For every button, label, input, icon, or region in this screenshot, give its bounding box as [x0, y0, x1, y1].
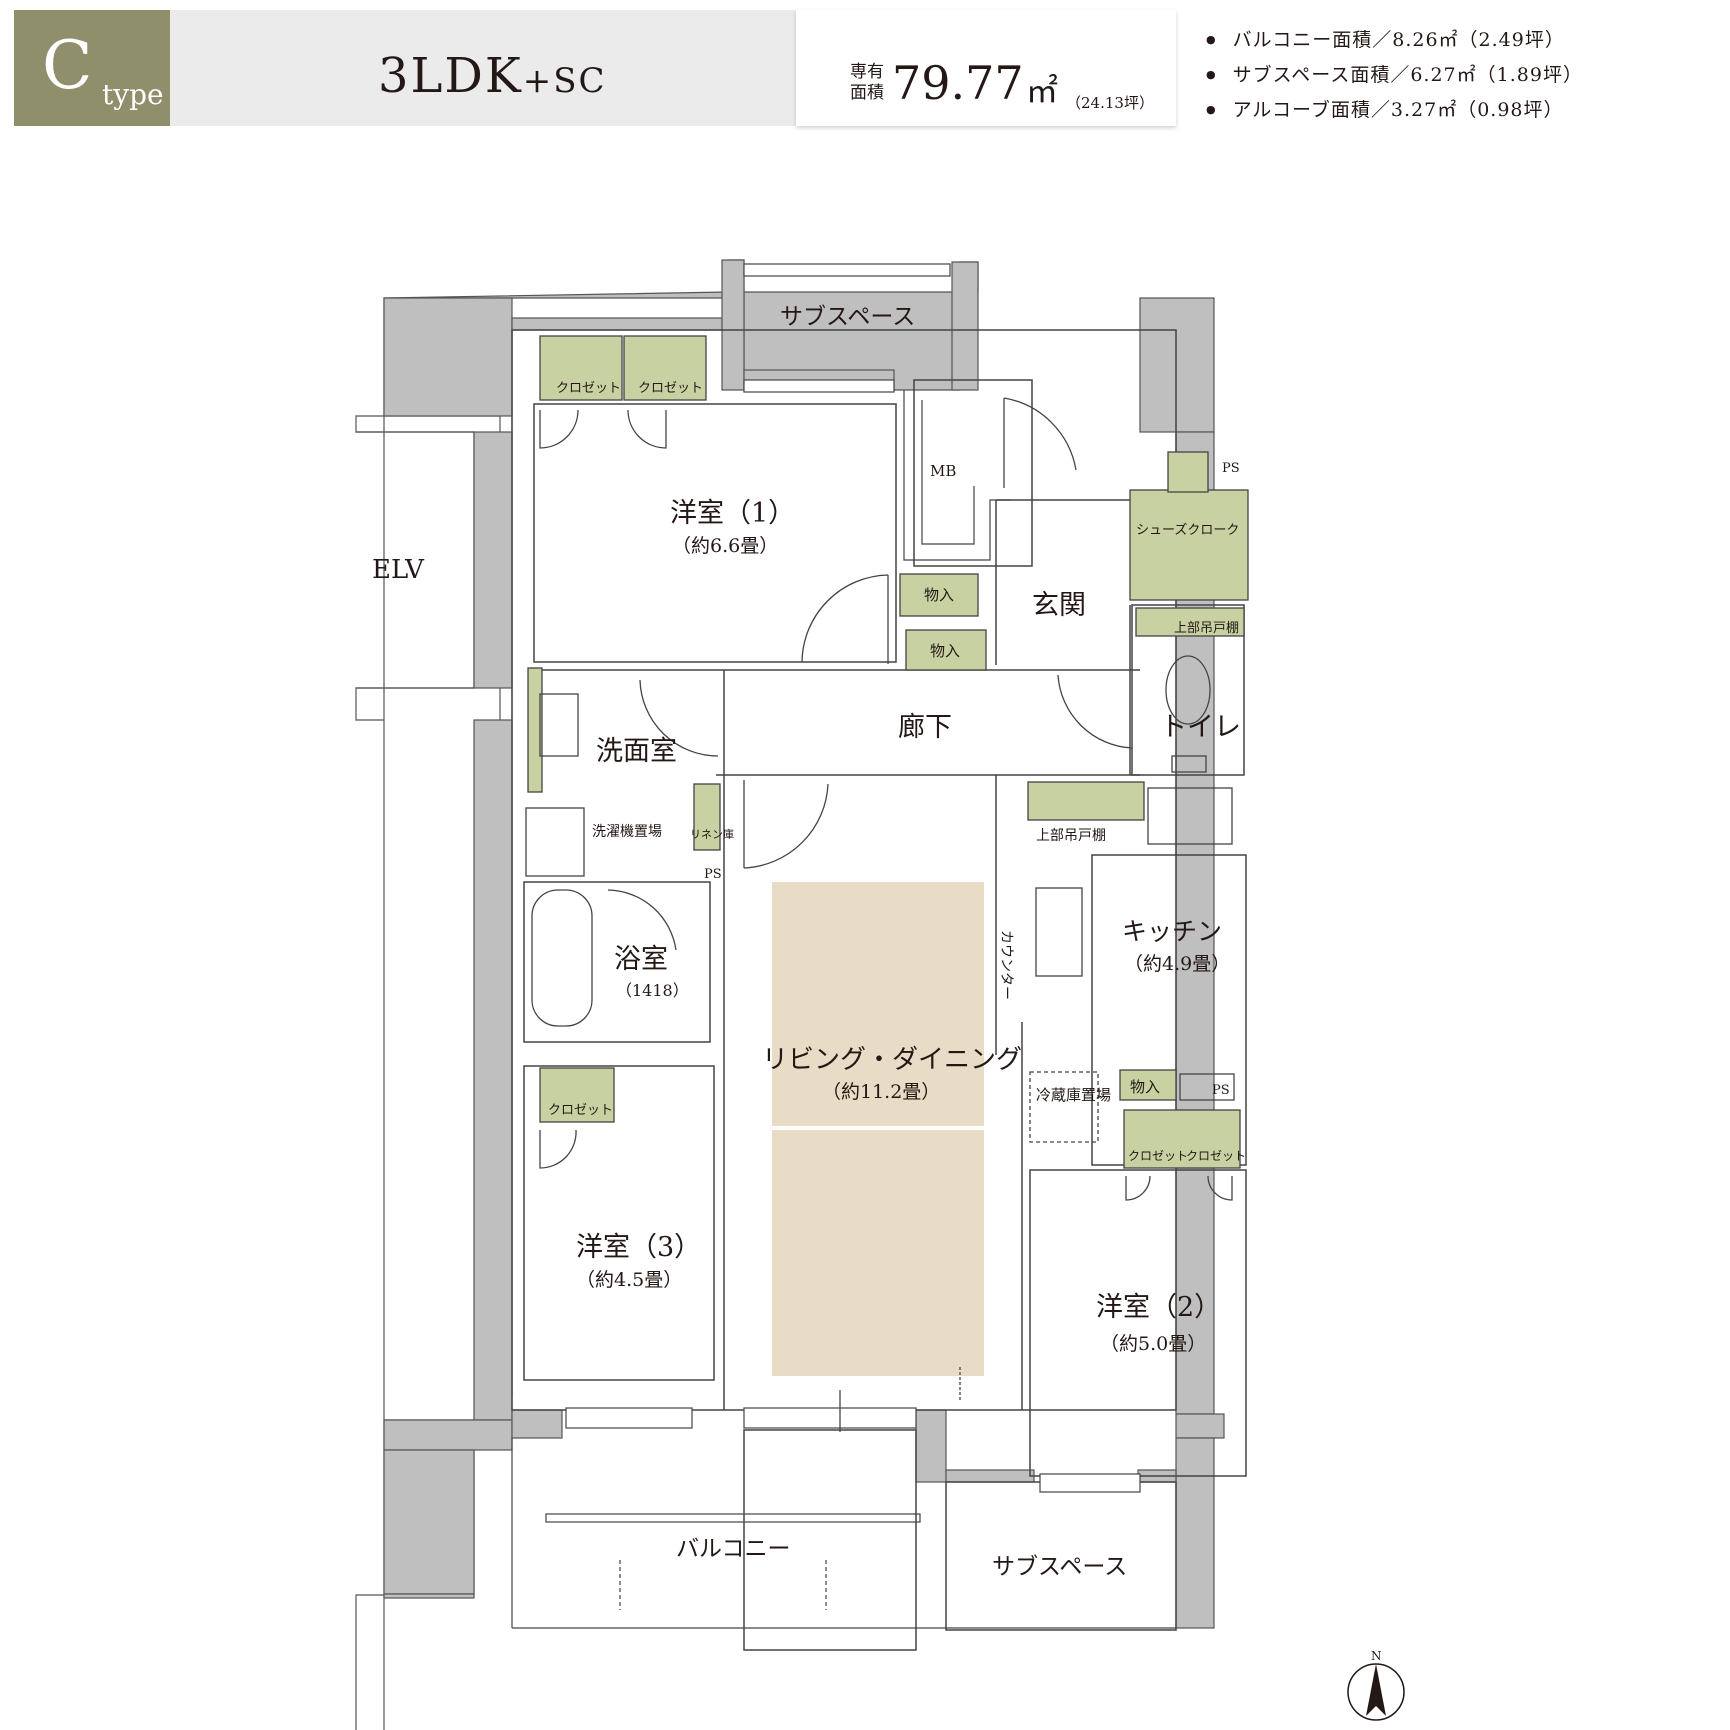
label-kitchen-size: （約4.9畳） — [1124, 953, 1230, 975]
storage-areas — [527, 335, 1249, 1169]
label-fridge: 冷蔵庫置場 — [1036, 1086, 1111, 1104]
label-storage-1: 物入 — [924, 586, 954, 604]
label-closet-2b: クロゼット — [1186, 1149, 1246, 1163]
label-upper-cabinet-2: 上部吊戸棚 — [1036, 828, 1106, 844]
doors — [539, 397, 1233, 1201]
label-living: リビング・ダイニング — [762, 1045, 1022, 1075]
elv-label: ELV — [372, 555, 425, 585]
label-storage-2: 物入 — [930, 642, 960, 660]
label-upper-cabinet-1: 上部吊戸棚 — [1174, 621, 1239, 636]
mb-shaft — [903, 390, 1010, 561]
label-washer: 洗濯機置場 — [592, 824, 662, 840]
label-room1-size: （約6.6畳） — [672, 535, 778, 557]
north-arrow: N — [1347, 1649, 1405, 1721]
label-counter: カウンター — [998, 930, 1014, 1000]
walls — [355, 259, 1225, 1730]
label-closet-2a: クロゼット — [1128, 1149, 1188, 1163]
label-bath: 浴室 — [614, 944, 668, 975]
label-closet-1b: クロゼット — [638, 381, 703, 396]
label-room3-size: （約4.5畳） — [576, 1269, 682, 1291]
elv-cell — [356, 431, 474, 689]
label-storage-3: 物入 — [1130, 1078, 1160, 1096]
label-shoes-closet: シューズクローク — [1136, 522, 1239, 538]
label-room1: 洋室（1） — [670, 498, 795, 529]
note-balcony: バルコニー面積／8.26㎡（2.49坪） — [1206, 24, 1583, 59]
label-entrance: 玄関 — [1032, 590, 1086, 621]
label-washroom: 洗面室 — [596, 736, 677, 767]
area-unit: ㎡ — [1026, 72, 1059, 110]
label-room3: 洋室（3） — [576, 1232, 701, 1263]
type-letter: C — [42, 27, 93, 104]
label-bath-size: （1418） — [616, 981, 689, 1000]
north-label: N — [1371, 1649, 1382, 1663]
label-closet-1a: クロゼット — [556, 381, 621, 396]
area-box: 専有面積 79.77 ㎡ （24.13坪） — [796, 10, 1176, 126]
label-ps-3: PS — [1212, 1083, 1230, 1098]
label-balcony: バルコニー — [676, 1536, 791, 1562]
label-room2: 洋室（2） — [1096, 1292, 1221, 1323]
room-labels: サブスペース クロゼット クロゼット 洋室（1） （約6.6畳） MB PS シ… — [548, 304, 1246, 1580]
type-badge: C type — [14, 10, 170, 126]
living-floor — [772, 882, 984, 1376]
label-ps-2: PS — [704, 867, 722, 882]
layout-banner: 3LDK+SC — [170, 10, 796, 126]
type-word: type — [102, 78, 164, 111]
area-label: 専有面積 — [850, 62, 884, 103]
label-mb: MB — [930, 462, 956, 480]
area-notes: バルコニー面積／8.26㎡（2.49坪） サブスペース面積／6.27㎡（1.89… — [1206, 24, 1583, 129]
label-kitchen: キッチン — [1122, 917, 1222, 946]
layout-title: 3LDK+SC — [378, 48, 607, 104]
area-tsubo: （24.13坪） — [1066, 94, 1154, 112]
label-toilet: トイレ — [1160, 712, 1241, 743]
label-subspace-bottom: サブスペース — [992, 1554, 1127, 1580]
note-subspace: サブスペース面積／6.27㎡（1.89坪） — [1206, 59, 1583, 94]
windows — [565, 263, 1141, 1493]
label-corridor: 廊下 — [898, 712, 952, 743]
label-closet-3: クロゼット — [548, 1103, 613, 1118]
area-value: 79.77 — [892, 56, 1024, 110]
label-living-size: （約11.2畳） — [822, 1081, 940, 1103]
fixtures — [525, 655, 1235, 1432]
note-alcove: アルコーブ面積／3.27㎡（0.98坪） — [1206, 94, 1583, 129]
label-linen: リネン庫 — [690, 827, 734, 841]
label-room2-size: （約5.0畳） — [1100, 1333, 1206, 1355]
label-subspace-top: サブスペース — [780, 304, 915, 330]
balcony-rail — [511, 1438, 1176, 1629]
layout-suffix: +SC — [522, 61, 607, 101]
label-ps-1: PS — [1222, 461, 1240, 476]
